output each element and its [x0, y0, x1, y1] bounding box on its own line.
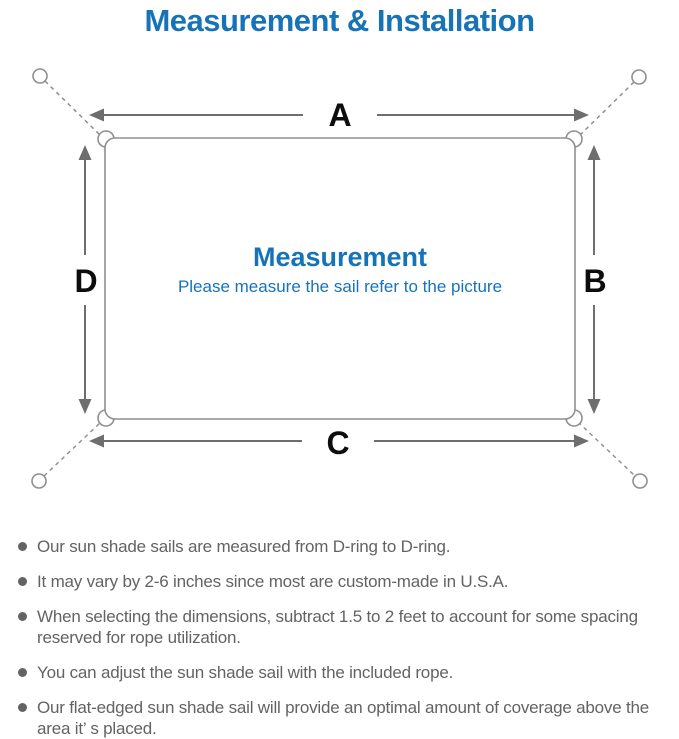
anchor-ring-bottom-left-icon	[31, 473, 47, 489]
arrowhead-b-bottom-icon	[587, 399, 601, 414]
list-item: It may vary by 2-6 inches since most are…	[10, 571, 669, 592]
sail-rectangle	[104, 137, 576, 420]
bullet-icon	[18, 612, 27, 621]
dimension-label-d: D	[74, 263, 97, 299]
arrowhead-b-top-icon	[587, 145, 601, 160]
sail-diagram-svg: A C D B Measurement Please measure the s…	[31, 68, 648, 489]
diagram-center-title: Measurement	[253, 242, 427, 272]
rope-dash-bottom-right	[577, 421, 636, 477]
anchor-ring-bottom-right-icon	[632, 473, 648, 489]
anchor-ring-top-right-icon	[631, 69, 647, 85]
dimension-label-b: B	[583, 263, 606, 299]
bullet-icon	[18, 577, 27, 586]
arrowhead-a-left-icon	[89, 108, 104, 122]
arrowhead-c-right-icon	[574, 434, 589, 448]
header: Measurement & Installation	[0, 0, 679, 58]
arrowhead-a-right-icon	[574, 108, 589, 122]
arrowhead-c-left-icon	[89, 434, 104, 448]
measurement-diagram: A C D B Measurement Please measure the s…	[0, 58, 679, 520]
bullet-icon	[18, 703, 27, 712]
arrowhead-d-top-icon	[78, 145, 92, 160]
list-item: When selecting the dimensions, subtract …	[10, 606, 669, 648]
list-item: You can adjust the sun shade sail with t…	[10, 662, 669, 683]
rope-dash-top-right	[577, 81, 635, 138]
note-text: It may vary by 2-6 inches since most are…	[37, 572, 509, 591]
arrowhead-d-bottom-icon	[78, 399, 92, 414]
rope-dash-top-left	[44, 80, 103, 138]
note-text: Our sun shade sails are measured from D-…	[37, 537, 451, 556]
page-title: Measurement & Installation	[144, 3, 535, 38]
bullet-icon	[18, 542, 27, 551]
list-item: Our flat-edged sun shade sail will provi…	[10, 697, 669, 739]
note-text: You can adjust the sun shade sail with t…	[37, 663, 454, 682]
note-text: When selecting the dimensions, subtract …	[37, 607, 638, 647]
diagram-center-subtitle: Please measure the sail refer to the pic…	[178, 277, 502, 296]
list-item: Our sun shade sails are measured from D-…	[10, 536, 669, 557]
note-text: Our flat-edged sun shade sail will provi…	[37, 698, 650, 738]
dimension-label-c: C	[326, 425, 349, 461]
anchor-ring-top-left-icon	[32, 68, 48, 84]
bullet-icon	[18, 668, 27, 677]
dimension-label-a: A	[328, 97, 351, 133]
rope-dash-bottom-left	[43, 421, 102, 477]
notes-list: Our sun shade sails are measured from D-…	[0, 520, 679, 739]
